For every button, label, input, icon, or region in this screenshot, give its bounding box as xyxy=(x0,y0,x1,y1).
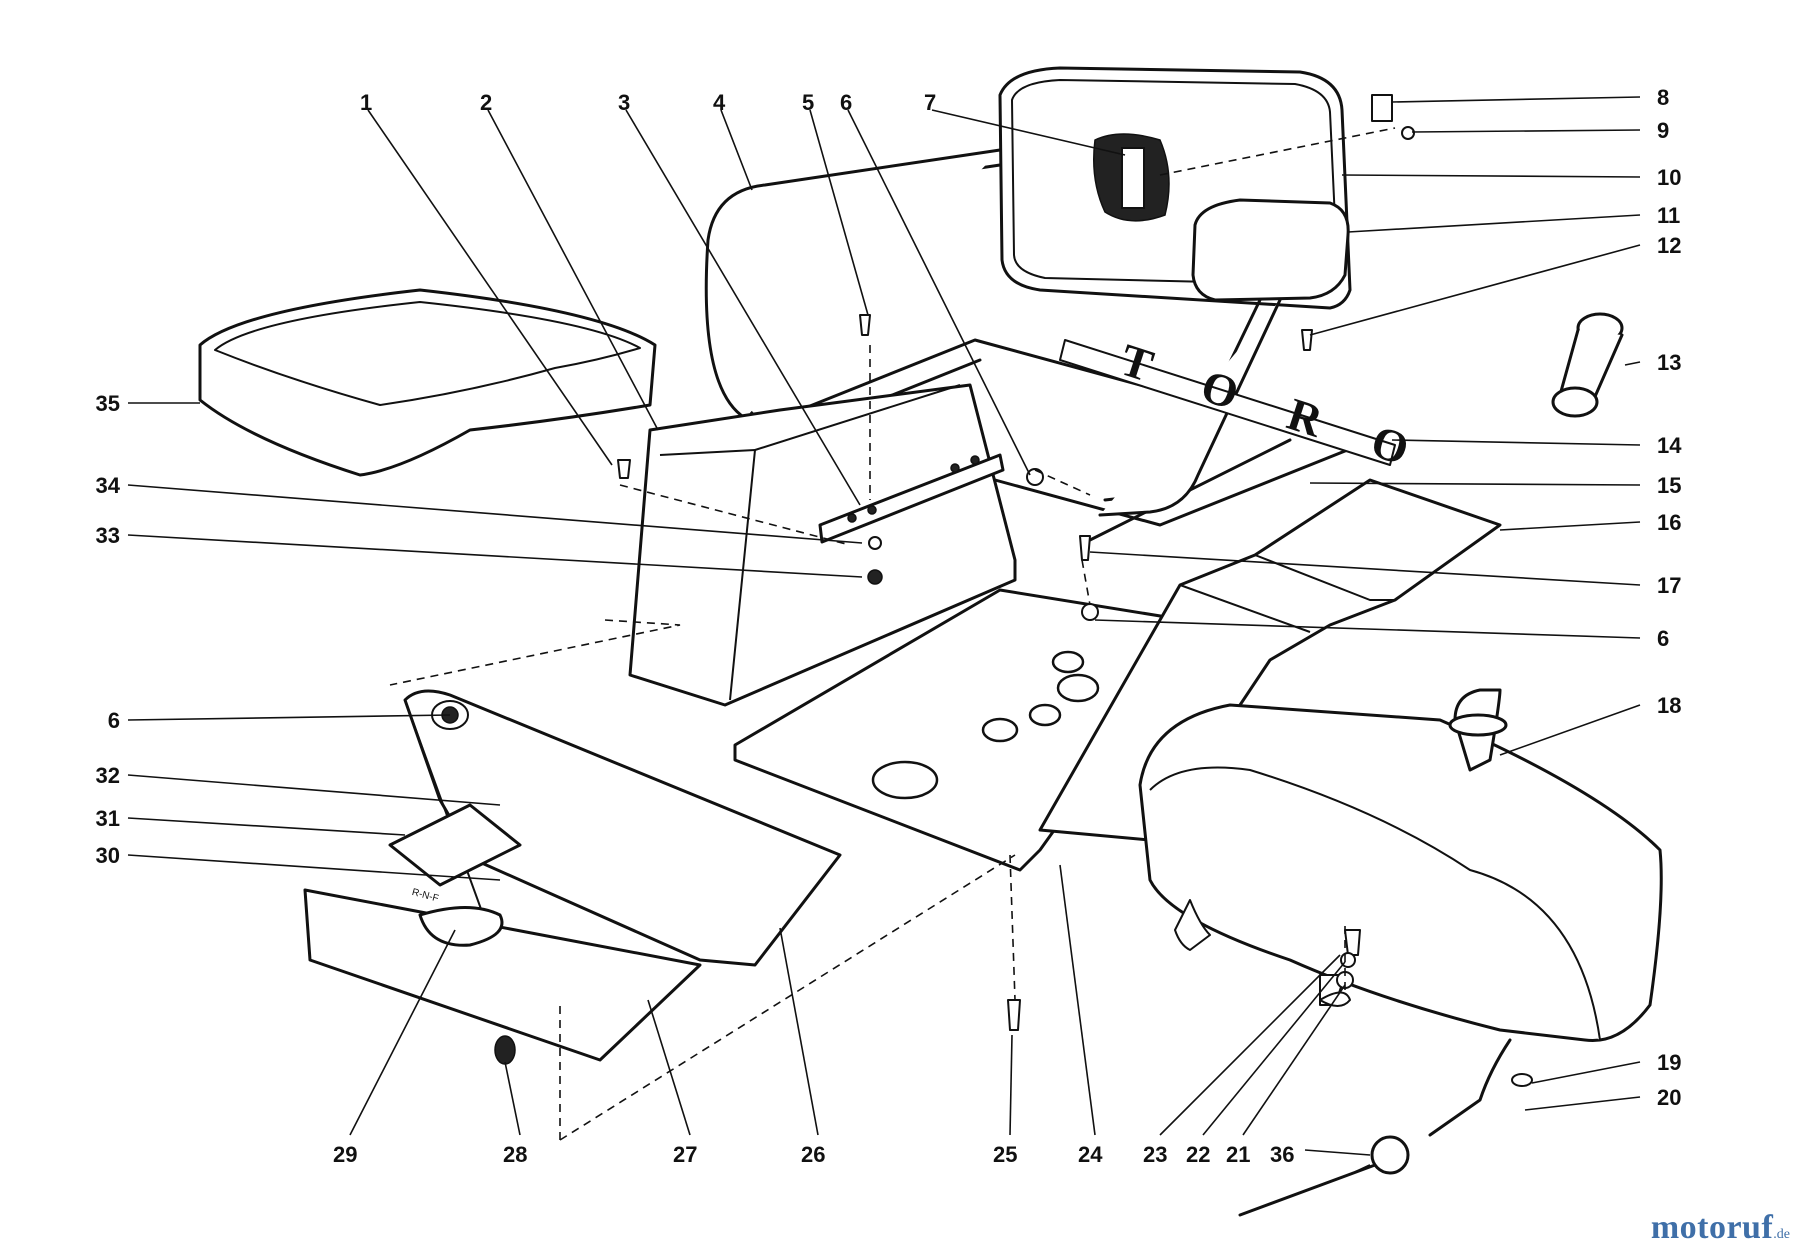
fuel-line xyxy=(1238,1038,1533,1217)
callout-23: 23 xyxy=(1143,1142,1167,1167)
callout-16: 16 xyxy=(1657,510,1681,535)
callout-1: 1 xyxy=(360,90,372,115)
armrest xyxy=(1098,198,1350,517)
callout-28: 28 xyxy=(503,1142,527,1167)
callout-3: 3 xyxy=(618,90,630,115)
callout-25: 25 xyxy=(993,1142,1017,1167)
callout-18: 18 xyxy=(1657,693,1681,718)
seat-cushion xyxy=(198,288,657,477)
callout-6c: 6 xyxy=(108,708,120,733)
callout-33: 33 xyxy=(96,523,120,548)
callout-14: 14 xyxy=(1657,433,1682,458)
callout-8: 8 xyxy=(1657,85,1669,110)
callout-6: 6 xyxy=(840,90,852,115)
callout-31: 31 xyxy=(96,806,120,831)
callout-29: 29 xyxy=(333,1142,357,1167)
callout-labels: 1 2 3 4 5 6 7 8 9 10 11 12 13 14 15 16 1… xyxy=(96,85,1683,1167)
callout-32: 32 xyxy=(96,763,120,788)
callout-19: 19 xyxy=(1657,1050,1681,1075)
callout-10: 10 xyxy=(1657,165,1681,190)
bracket xyxy=(818,453,1005,544)
callout-2: 2 xyxy=(480,90,492,115)
callout-22: 22 xyxy=(1186,1142,1210,1167)
shift-cover: R-N-F xyxy=(388,803,522,947)
callout-35: 35 xyxy=(96,391,120,416)
shifter-letters: R-N-F xyxy=(411,887,440,905)
floor-pan xyxy=(733,588,1192,872)
watermark-logo: motoruf xyxy=(1650,1209,1774,1246)
callout-17: 17 xyxy=(1657,573,1681,598)
leader-lines xyxy=(127,96,1641,1156)
seat-frame xyxy=(704,148,1362,542)
fuel-cap xyxy=(1551,312,1624,418)
fuel-tank xyxy=(1138,688,1663,1043)
callout-4: 4 xyxy=(713,90,726,115)
callout-5: 5 xyxy=(802,90,814,115)
callout-21: 21 xyxy=(1226,1142,1250,1167)
callout-27: 27 xyxy=(673,1142,697,1167)
callout-26: 26 xyxy=(801,1142,825,1167)
callout-12: 12 xyxy=(1657,233,1681,258)
watermark: motoruf.de xyxy=(1651,1209,1790,1247)
callout-9: 9 xyxy=(1657,118,1669,143)
callout-15: 15 xyxy=(1657,473,1681,498)
callout-7: 7 xyxy=(924,90,936,115)
callout-13: 13 xyxy=(1657,350,1681,375)
callout-6b: 6 xyxy=(1657,626,1669,651)
callout-20: 20 xyxy=(1657,1085,1681,1110)
callout-34: 34 xyxy=(96,473,121,498)
callout-11: 11 xyxy=(1657,203,1680,228)
callout-30: 30 xyxy=(96,843,120,868)
watermark-suffix: .de xyxy=(1773,1227,1790,1242)
assembly-lines xyxy=(389,127,1396,1141)
front-panel xyxy=(303,689,842,1062)
callout-24: 24 xyxy=(1078,1142,1103,1167)
left-side-panel xyxy=(628,383,1017,707)
callout-36: 36 xyxy=(1270,1142,1294,1167)
